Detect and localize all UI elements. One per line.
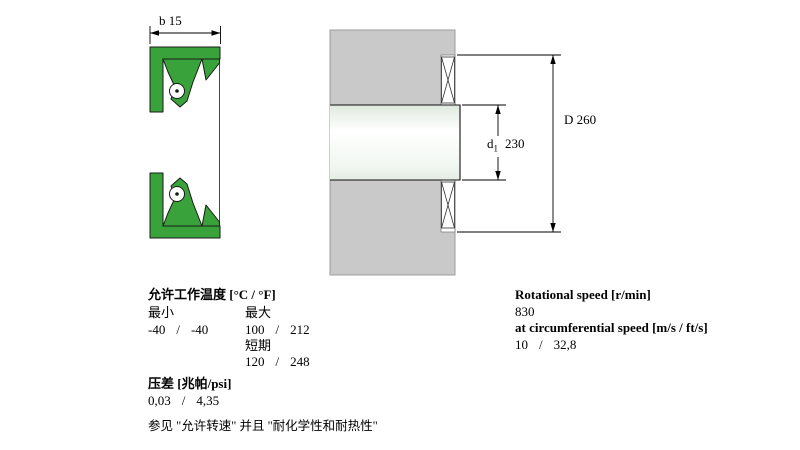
speed-fts: 32,8 <box>553 337 577 352</box>
rotational-speed-title: Rotational speed [r/min] <box>515 287 651 302</box>
speed-ms: 10 <box>515 337 528 352</box>
reference-note: 参见 "允许转速" 并且 "耐化学性和耐热性" <box>148 419 378 433</box>
separator: / <box>181 393 186 408</box>
housing-mounting-drawing <box>329 29 461 276</box>
temp-min-celsius: -40 <box>148 322 166 337</box>
rotational-speed-value: 830 <box>515 304 535 319</box>
temp-min-fahrenheit: -40 <box>190 322 209 337</box>
d1-dimension-lines <box>462 104 506 181</box>
shaft <box>330 104 461 181</box>
separator: / <box>539 337 543 352</box>
dim-b-label: b 15 <box>157 13 184 28</box>
separator: / <box>176 322 180 337</box>
temperature-col-min: 最小 <box>148 305 175 320</box>
dim-d1-value: 230 <box>505 136 525 151</box>
dim-d1-letter: d <box>487 136 494 151</box>
temperature-min-values: -40 / -40 <box>148 322 208 337</box>
temp-max-fahrenheit: 212 <box>290 322 310 337</box>
temperature-short-term-values: 120 / 248 <box>245 354 310 369</box>
pressure-title: 压差 [兆帕/psi] <box>148 376 232 391</box>
dim-d1-subscript: 1 <box>493 143 499 154</box>
pressure-psi: 4,35 <box>196 393 220 408</box>
dim-d1-label: d1 230 <box>485 136 527 157</box>
seal-in-housing <box>441 56 455 229</box>
pressure-values: 0,03 / 4,35 <box>148 393 219 408</box>
dim-D-label: D 260 <box>562 112 599 127</box>
temp-max-celsius: 100 <box>245 322 265 337</box>
temp-short-fahrenheit: 248 <box>290 354 310 369</box>
temperature-short-term-label: 短期 <box>245 338 272 353</box>
seal-cross-section-drawing <box>149 46 221 239</box>
b-dimension-lines <box>149 26 221 44</box>
D-dimension-lines <box>457 54 561 233</box>
separator: / <box>275 354 280 369</box>
temperature-max-values: 100 / 212 <box>245 322 310 337</box>
separator: / <box>275 322 280 337</box>
temperature-col-max: 最大 <box>245 305 272 320</box>
pressure-mpa: 0,03 <box>148 393 171 408</box>
circumferential-speed-title: at circumferential speed [m/s / ft/s] <box>515 320 708 335</box>
temp-short-celsius: 120 <box>245 354 265 369</box>
temperature-title: 允许工作温度 [°C / °F] <box>148 287 276 302</box>
circumferential-speed-values: 10 / 32,8 <box>515 337 576 352</box>
